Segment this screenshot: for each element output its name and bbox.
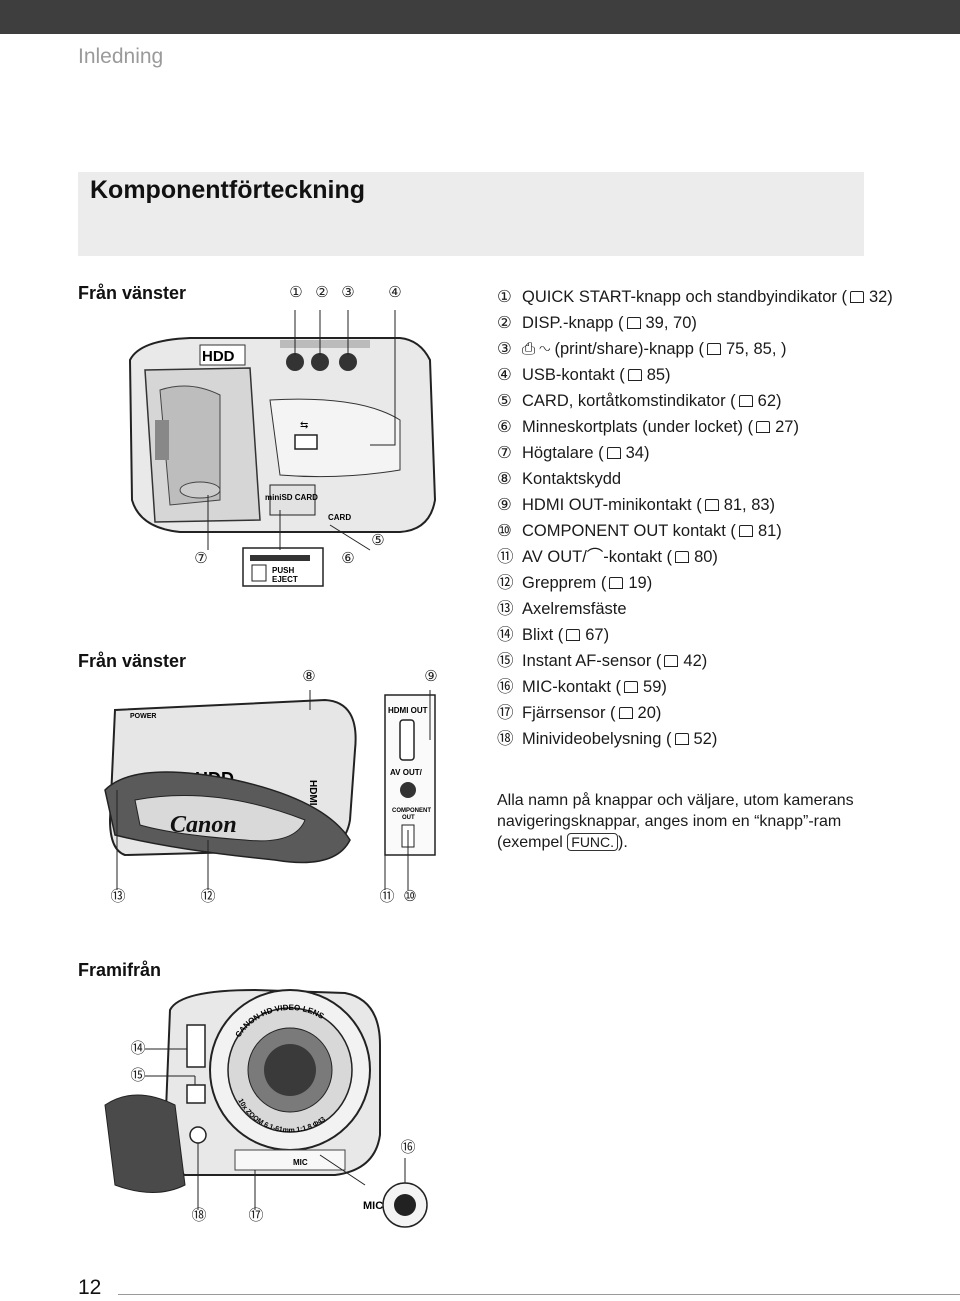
camera-grip-figure: POWER HDD HDMI Canon HDMI OUT AV OUT/ CO… [95,690,445,890]
mic-label-jack: MIC [363,1200,383,1212]
view-label-left-2: Från vänster [78,651,187,671]
eject-label: EJECT [272,575,298,584]
callout-17: ⑰ [248,1207,264,1224]
page-number: 12 [78,1276,102,1299]
callout-11: ⑪ [379,888,395,905]
callout-10: ⑩ [403,888,417,905]
component-label: COMPONENT [392,808,431,814]
callout-12: ⑫ [200,888,216,905]
book-icon [566,629,581,641]
callout-6: ⑥ [341,550,355,567]
card-label: CARD [328,513,351,522]
camera-front-figure: CANON HD VIDEO LENS 10x ZOOM 6.1-61mm 1:… [95,985,445,1230]
svg-text:⇆: ⇆ [300,420,308,431]
callout-16: ⑯ [400,1139,416,1156]
hdd-logo: HDD [202,348,235,365]
func-button-example: FUNC. [567,833,619,851]
book-icon [849,291,864,303]
book-icon [606,447,621,459]
view-label-left-1: Från vänster [78,283,187,303]
power-label: POWER [130,713,156,720]
callout-18: ⑱ [191,1207,207,1224]
callout-2: ② [315,284,329,301]
hdmi-logo: HDMI [307,780,318,806]
book-icon [704,499,719,511]
book-icon [706,343,721,355]
book-icon [626,317,641,329]
minisd-label: miniSD CARD [265,493,318,502]
callout-7: ⑦ [194,550,208,567]
button-name-note: Alla namn på knappar och väljare, utom k… [497,792,854,851]
footer-divider [118,1294,960,1295]
book-icon [609,577,624,589]
book-icon [664,655,679,667]
book-icon [738,395,753,407]
book-icon [674,733,689,745]
mic-label-body: MIC [293,1158,308,1167]
callout-4: ④ [388,284,402,301]
view-label-front: Framifrån [78,960,162,980]
canon-logo: Canon [170,812,237,838]
list-item: ③⎙ ∿ (print/share)-knapp (75, 85, ) [497,340,787,358]
camera-left-figure: HDD ⇆ miniSD CARD CARD PUSH EJECT [100,300,460,590]
callout-3: ③ [341,284,355,301]
callout-1: ① [289,284,303,301]
book-icon [756,421,771,433]
header-bar [0,0,960,34]
book-icon [624,681,639,693]
book-icon [738,525,753,537]
callout-13: ⑬ [110,888,126,905]
out-label: OUT [402,815,415,821]
callout-9: ⑨ [424,668,438,685]
heading-banner: Komponentförteckning [78,172,864,256]
callout-14: ⑭ [130,1040,146,1057]
book-icon [627,369,642,381]
page-title: Komponentförteckning [90,176,365,204]
callout-8: ⑧ [302,668,316,685]
section-title: Inledning [78,45,164,68]
book-icon [675,551,690,563]
book-icon [618,707,633,719]
hdmi-out-label: HDMI OUT [388,706,428,715]
push-label: PUSH [272,566,294,575]
av-out-label: AV OUT/ [390,768,423,777]
callout-5: ⑤ [371,532,385,549]
callout-15: ⑮ [130,1067,146,1084]
